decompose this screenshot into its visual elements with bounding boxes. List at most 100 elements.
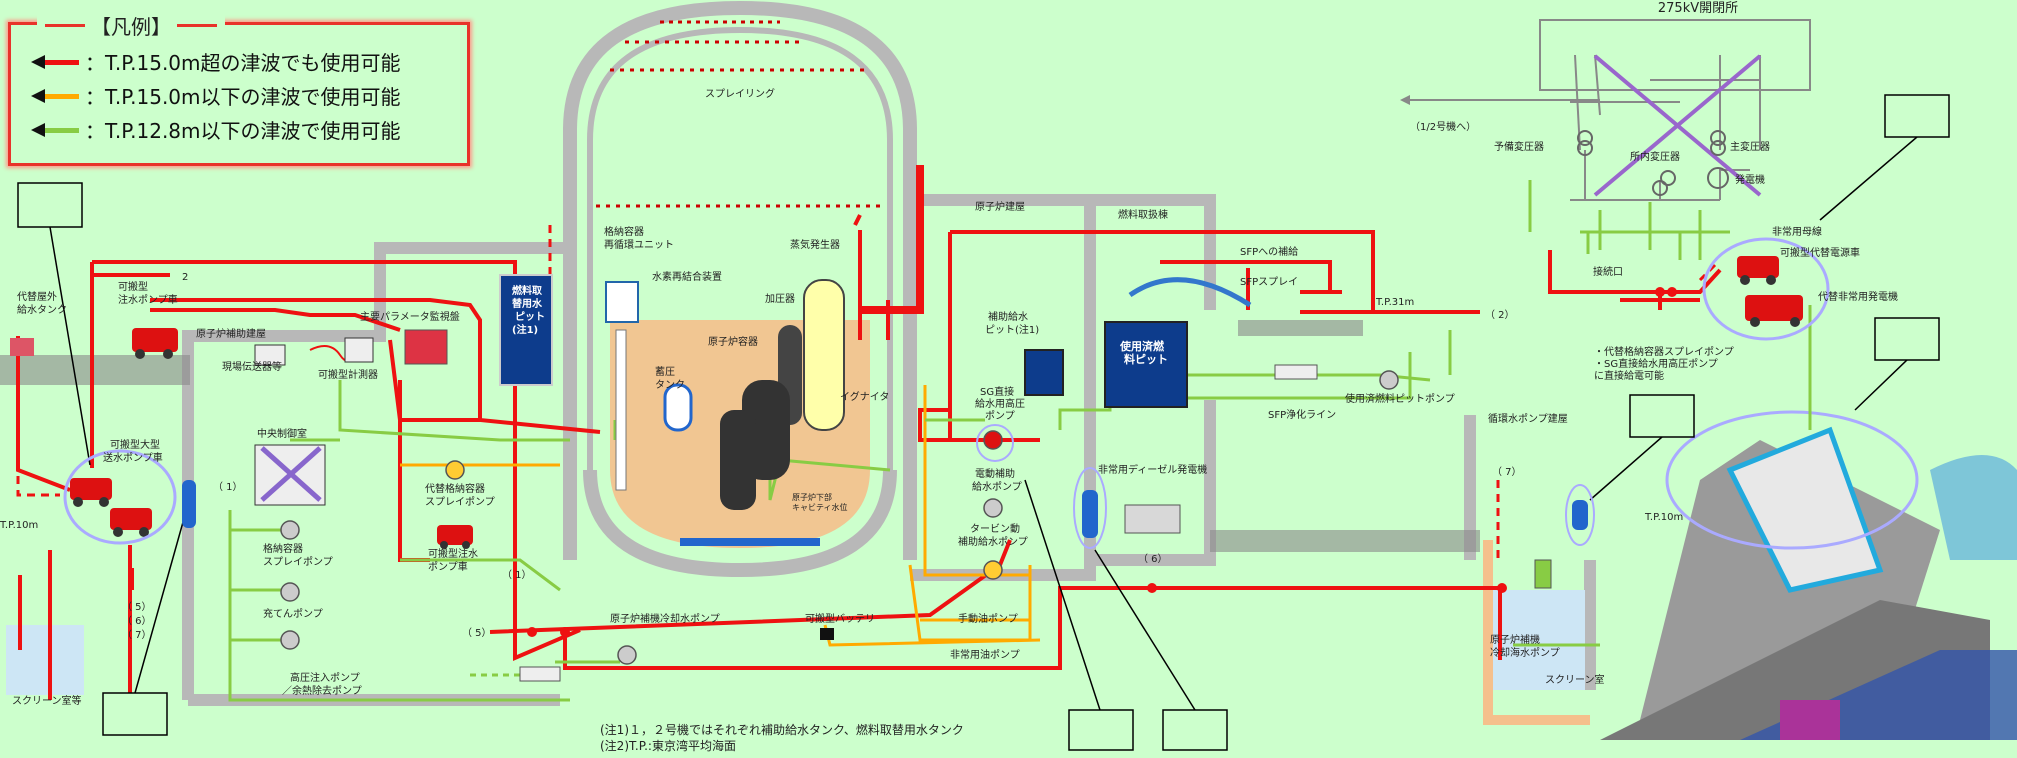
label-refuel-pit-2: 替用水 [512,297,543,310]
label-aux-building: 原子炉補助建屋 [196,327,266,340]
red-arrow-icon [31,55,79,69]
label-sfp-cleanup: SFP浄化ライン [1268,408,1336,421]
label-large-pump-2: 送水ポンプ車 [103,451,163,464]
label-sg-hp-pump-3: ポンプ [985,410,1015,422]
label-field-transmitter: 現場伝送器等 [222,360,282,373]
label-pressurizer: 加圧器 [765,293,795,305]
label-refuel-pit-4: (注1) [512,323,538,336]
label-connection-port: 接続口 [1593,265,1623,278]
label-portable-inj-pump-2: 注水ポンプ車 [118,293,178,306]
label-hp-injection-1: 高圧注入ポンプ [290,671,360,684]
label-power-note-3: に直接給電可能 [1594,369,1664,382]
screen-room-left [6,625,84,695]
orange-arrow-icon [31,89,79,103]
label-control-room: 中央制御室 [257,427,307,440]
cw-tank-right [1572,500,1588,530]
green-arrow-icon [31,123,79,137]
edg-tank-left [1082,490,1098,538]
label-h2-recombiner: 水素再結合装置 [652,270,722,283]
label-alt-cv-spray-2: スプレイポンプ [425,496,495,508]
label-power-note-2: ・SG直接給水用高圧ポンプ [1594,357,1718,370]
main-param-panel [405,330,447,364]
ground-right [1210,530,1480,552]
label-motor-afw-1: 電動補助 [975,467,1015,480]
label-ref-list-2: （ 6） [122,615,152,627]
label-ext-water-2: 給水タンク [17,303,67,316]
label-sfp-1: 使用済燃 [1119,339,1165,353]
label-ref-6: （ 6） [1138,553,1168,565]
seawall [1600,412,2017,740]
label-large-pump-1: 可搬型大型 [110,438,160,451]
legend-item-green: ：T.P.12.8m以下の津波で使用可能 [31,115,401,144]
label-cw-pump-building: 循環水ポンプ建屋 [1488,412,1568,425]
label-screen-room-left: スクリーン室等 [12,694,82,707]
label-portable-inj-truck-1: 可搬型注水 [428,547,478,560]
label-ccw-pump: 原子炉補機冷却水ポンプ [610,612,720,625]
label-tp10: T.P.10m [0,520,38,531]
label-ref-2: （ 2） [1485,309,1515,321]
label-ref-list-1: （ 5） [122,601,152,613]
label-ref-1-mid: （ 1） [502,569,532,581]
label-tp10-right: T.P.10m [1644,512,1683,523]
label-main-param-panel: 主要パラメータ監視盤 [360,310,460,323]
sfp-cleanup-filter [1275,365,1317,379]
to-unit12-arrowhead [1400,95,1410,105]
footnote-2: (注2)T.P.:東京湾平均海面 [600,737,736,754]
left-tank [182,480,196,528]
label-aux-feed-2: ピット(注1) [985,323,1039,336]
accumulator-tank [665,385,691,430]
label-tp31: T.P.31m [1375,297,1414,308]
label-sw-pump-1: 原子炉補機 [1490,633,1540,646]
label-steam-generator: 蒸気発生器 [790,238,840,251]
label-reactor-building: 原子炉建屋 [975,200,1025,213]
label-edg: 非常用ディーゼル発電機 [1098,463,1207,476]
label-portable-inj-truck-2: ポンプ車 [428,560,468,573]
label-ref-1-left: （ 1） [213,481,243,493]
label-switchyard: 275kV開閉所 [1658,1,1738,16]
label-aux-feed-1: 補助給水 [988,310,1028,323]
label-accumulator-1: 蓄圧 [655,366,675,378]
label-accumulator-2: タンク [655,379,685,391]
ext-water-tank-icon [10,338,34,356]
footnote-1: (注1)１，２号機ではそれぞれ補助給水タンク、燃料取替用水タンク [600,721,964,738]
label-fuel-handling: 燃料取扱棟 [1118,208,1168,221]
label-refuel-pit-1: 燃料取 [512,284,543,297]
label-portable-meter: 可搬型計測器 [318,368,378,381]
legend-item-red: ：T.P.15.0m超の津波でも使用可能 [31,47,401,76]
label-motor-afw-2: 給水ポンプ [972,480,1022,493]
sw-pump-body [1535,560,1551,588]
legend-title: 【凡例】 [37,11,225,40]
ground-left [0,355,190,385]
label-standby-transformer: 予備変圧器 [1494,140,1544,153]
label-igniter: イグナイタ [840,390,889,403]
label-ext-water-1: 代替屋外 [17,290,57,303]
label-sfp-spray: SFPスプレイ [1240,276,1298,288]
label-station-transformer: 所内変圧器 [1630,150,1680,163]
label-cv-spray-1: 格納容器 [263,542,303,555]
label-ref-7: （ 7） [1492,466,1522,478]
switchyard [1415,20,1810,200]
portable-meter-icon [345,338,373,362]
label-emergency-bus: 非常用母線 [1772,225,1822,238]
instrument-column [616,330,626,490]
label-sfp-makeup: SFPへの補給 [1240,245,1298,258]
reactor-vessel [720,410,756,510]
label-alt-cv-spray-1: 代替格納容器 [425,482,485,495]
label-spray-ring: スプレイリング [705,87,775,100]
label-cv-recirc-1: 格納容器 [604,225,644,238]
label-emergency-oil-pump: 非常用油ポンプ [950,648,1020,661]
label-sfp-2: 料ピット [1124,352,1168,366]
label-hp-injection-2: ／余熱除去ポンプ [282,684,362,697]
label-cv-recirc-2: 再循環ユニット [604,238,674,251]
label-sg-hp-pump-1: SG直接 [980,385,1014,398]
label-generator: 発電機 [1735,173,1765,186]
aux-feed-pit [1025,350,1063,395]
legend-item-orange: ：T.P.15.0m以下の津波で使用可能 [31,81,401,110]
battery-icon [820,628,834,640]
legend: 【凡例】 ：T.P.15.0m超の津波でも使用可能 ：T.P.15.0m以下の津… [8,22,470,166]
label-turbine-afw-1: タービン動 [970,522,1020,535]
pump-highlights [977,425,1594,548]
ccw-filter [520,667,560,681]
label-to-unit12: （1/2号機へ） [1410,120,1476,133]
label-sg-hp-pump-2: 給水用高圧 [975,397,1025,410]
